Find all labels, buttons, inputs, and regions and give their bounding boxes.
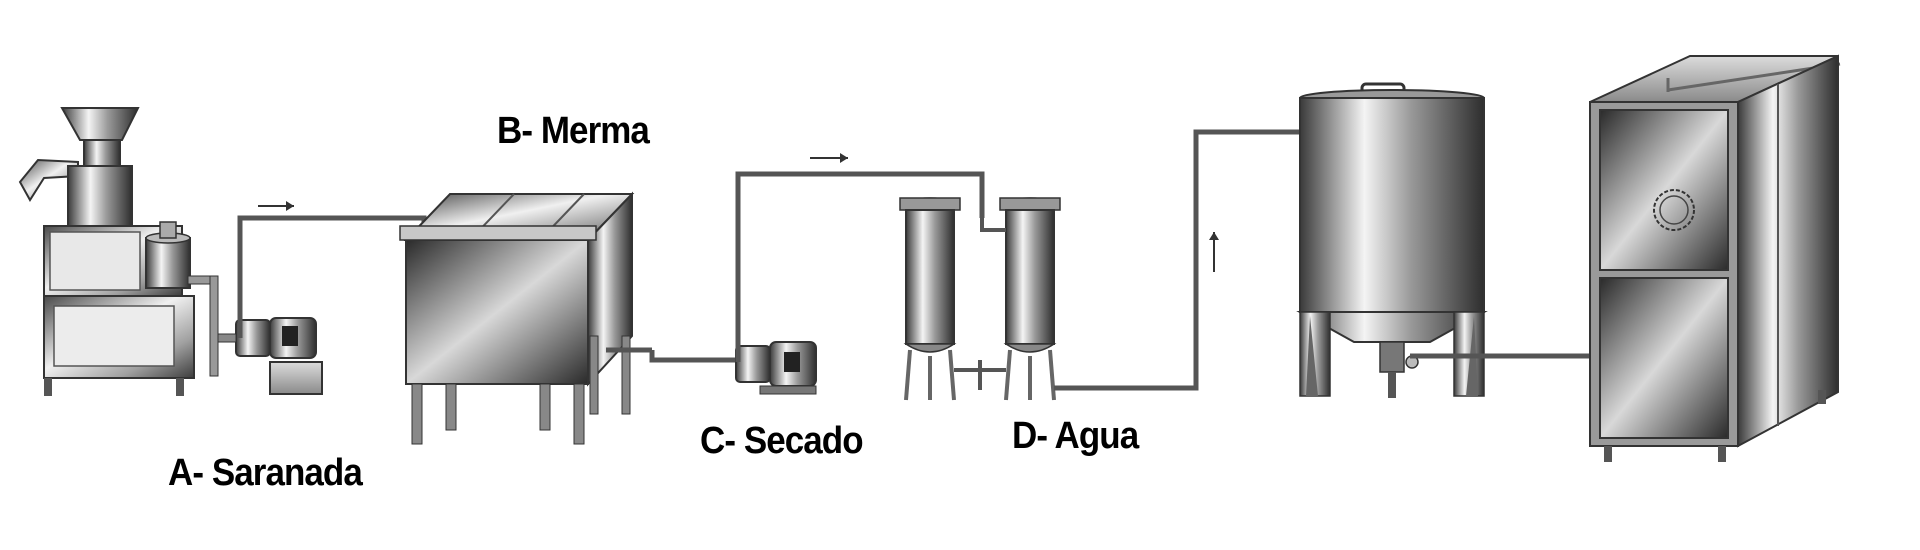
pipe-b-to-c bbox=[649, 350, 736, 363]
boiling-kettle bbox=[1296, 82, 1488, 398]
flow-arrow-up-icon bbox=[1209, 232, 1219, 272]
filter-housing-1 bbox=[899, 197, 961, 401]
stage-label-b: B- Merma bbox=[497, 110, 650, 152]
stage-label-d: D- Agua bbox=[1012, 415, 1139, 457]
pipe-d-to-kettle bbox=[1054, 129, 1304, 391]
stage-label-c: C- Secado bbox=[700, 420, 864, 462]
pipe-c-to-d bbox=[735, 171, 985, 362]
pump-1 bbox=[217, 317, 323, 395]
filter-housing-2 bbox=[999, 197, 1061, 401]
grinder-machine bbox=[18, 107, 219, 396]
pump-2 bbox=[735, 341, 817, 395]
steaming-cabinet bbox=[1589, 54, 1841, 462]
filter-connectors bbox=[954, 218, 1006, 390]
flow-arrow-right-icon bbox=[810, 153, 848, 163]
flow-arrow-right-icon bbox=[258, 201, 294, 211]
soaking-tank bbox=[399, 191, 652, 445]
stage-label-a: A- Saranada bbox=[168, 452, 363, 494]
